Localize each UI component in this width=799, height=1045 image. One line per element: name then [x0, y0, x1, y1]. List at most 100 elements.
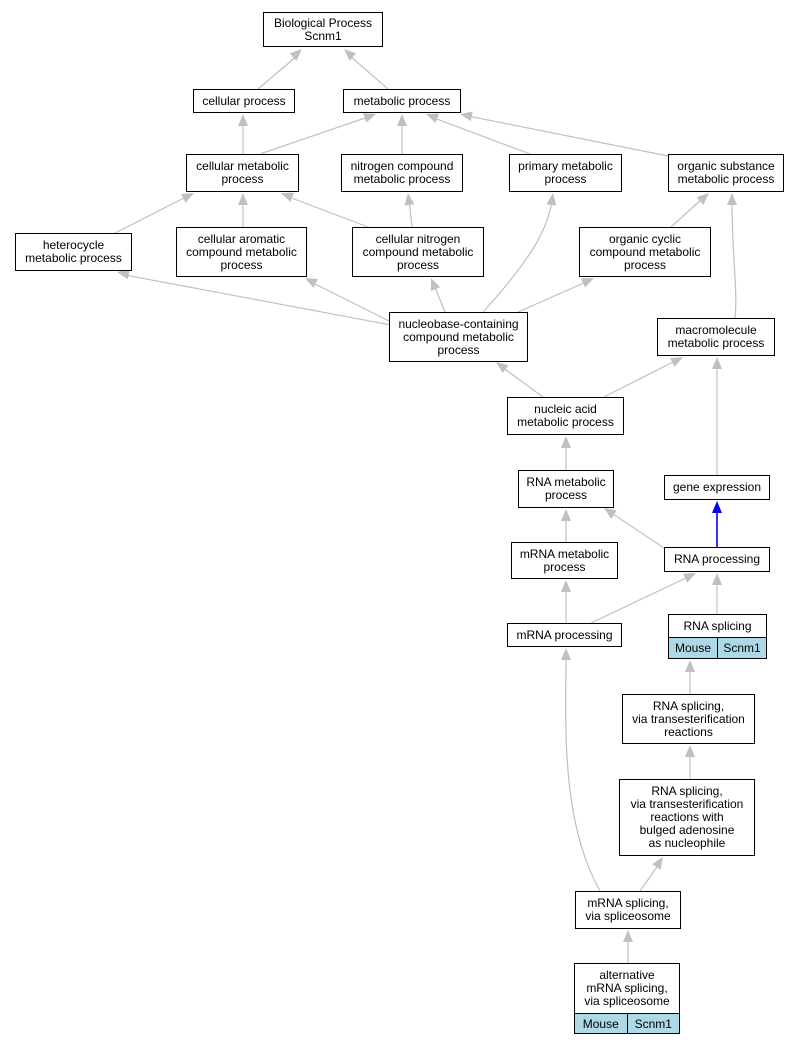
- node-biological-process[interactable]: Biological Process Scnm1: [263, 12, 383, 47]
- node-cellular-metabolic[interactable]: cellular metabolic process: [186, 154, 299, 192]
- edge-primary-to-metabolic-arrowhead: [426, 113, 439, 123]
- edge-cellular-to-bp: [257, 55, 298, 90]
- edge-mrnasplice-to-mrnaproc-arrowhead: [561, 648, 571, 660]
- node-nucleobase[interactable]: nucleobase-containing compound metabolic…: [389, 312, 528, 362]
- node-cellular-nitrogen[interactable]: cellular nitrogen compound metabolic pro…: [352, 227, 484, 277]
- edge-orgcyc-to-organic: [670, 197, 704, 228]
- node-label: cellular nitrogen compound metabolic pro…: [362, 231, 474, 272]
- node-mrna-processing[interactable]: mRNA processing: [507, 623, 622, 647]
- edge-hetero-to-cellmet: [114, 196, 187, 234]
- node-label: RNA splicing, via transesterification re…: [632, 698, 745, 739]
- node-label: cellular metabolic process: [196, 159, 289, 186]
- node-label: RNA processing: [673, 552, 761, 566]
- annotation-species: Mouse: [674, 641, 712, 655]
- edge-organic-to-metabolic: [467, 115, 669, 157]
- node-label: gene expression: [672, 480, 762, 494]
- node-cellular-process[interactable]: cellular process: [193, 89, 295, 113]
- node-mrna-metabolic[interactable]: mRNA metabolic process: [511, 542, 618, 579]
- edge-primary-to-metabolic: [433, 117, 531, 155]
- node-primary-metabolic[interactable]: primary metabolic process: [509, 154, 622, 192]
- node-label: Biological Process Scnm1: [273, 15, 373, 43]
- node-label: organic cyclic compound metabolic proces…: [589, 231, 701, 272]
- edge-splicing-to-rnaproc-arrowhead: [712, 573, 722, 585]
- edge-cellnitro-to-nitro-arrowhead: [404, 193, 415, 206]
- node-heterocycle[interactable]: heterocycle metabolic process: [15, 233, 132, 271]
- edge-nucleo-to-hetero-arrowhead: [117, 269, 130, 280]
- node-rna-splicing[interactable]: RNA splicing: [668, 614, 767, 637]
- annotation-species: Mouse: [582, 1016, 619, 1031]
- edge-nucleo-to-arom: [312, 282, 392, 323]
- edge-rnaproc-to-geneexp-arrowhead: [712, 501, 722, 513]
- node-metabolic-process[interactable]: metabolic process: [343, 89, 461, 113]
- node-rna-metabolic[interactable]: RNA metabolic process: [518, 470, 614, 508]
- edge-mrnaproc-to-rnaproc-arrowhead: [683, 573, 696, 583]
- edge-metabolic-to-bp: [349, 55, 389, 90]
- edge-rnamet-to-nucacid-arrowhead: [561, 436, 571, 448]
- edge-nitro-to-metabolic-arrowhead: [397, 114, 407, 126]
- edge-nucleo-to-hetero: [124, 274, 392, 326]
- edge-rnaproc-to-rnamet-arrowhead: [604, 508, 617, 519]
- node-nitrogen-compound[interactable]: nitrogen compound metabolic process: [341, 154, 463, 192]
- node-label: nucleobase-containing compound metabolic…: [398, 316, 519, 357]
- edge-geneexp-to-macro-arrowhead: [712, 357, 722, 369]
- edge-macro-to-organic-arrowhead: [727, 193, 737, 205]
- node-label: cellular process: [202, 93, 286, 108]
- annotation-rna-splicing: Mouse Scnm1: [668, 637, 767, 659]
- node-rna-processing[interactable]: RNA processing: [664, 547, 770, 572]
- edge-cellmet-to-metabolic: [259, 116, 369, 155]
- edge-nucacid-to-macro: [603, 360, 676, 398]
- edge-macro-to-organic: [731, 199, 737, 319]
- node-nucleic-acid[interactable]: nucleic acid metabolic process: [507, 397, 624, 435]
- edge-cellular-to-bp-arrowhead: [289, 49, 302, 61]
- annotation-gene: Scnm1: [626, 1014, 680, 1033]
- node-rna-splicing-bulged[interactable]: RNA splicing, via transesterification re…: [619, 779, 755, 856]
- edge-cellmet-to-metabolic-arrowhead: [363, 113, 376, 123]
- edge-nucleo-to-orgcyc: [517, 281, 587, 313]
- node-alt-mrna-splicing[interactable]: alternative mRNA splicing, via spliceoso…: [574, 963, 680, 1013]
- edge-nucacid-to-nucleo-arrowhead: [496, 362, 509, 374]
- node-rna-splicing-trans[interactable]: RNA splicing, via transesterification re…: [622, 694, 755, 744]
- node-label: macromolecule metabolic process: [667, 323, 765, 350]
- edge-nucleo-to-cellnitro: [433, 284, 446, 313]
- node-label: cellular aromatic compound metabolic pro…: [186, 231, 297, 272]
- edge-nucleo-to-cellnitro-arrowhead: [430, 278, 441, 291]
- edge-rnaproc-to-rnamet: [609, 511, 665, 549]
- node-gene-expression[interactable]: gene expression: [664, 475, 770, 500]
- node-organic-substance[interactable]: organic substance metabolic process: [668, 154, 784, 192]
- node-label: RNA metabolic process: [526, 475, 606, 502]
- node-label: organic substance metabolic process: [677, 159, 775, 186]
- edge-nucacid-to-nucleo: [501, 366, 544, 398]
- node-label: RNA splicing, via transesterification re…: [630, 784, 744, 850]
- node-macromolecule[interactable]: macromolecule metabolic process: [657, 318, 775, 356]
- node-label: primary metabolic process: [518, 159, 613, 186]
- edge-nucleo-to-primary: [482, 199, 553, 313]
- node-label: nitrogen compound metabolic process: [350, 159, 454, 186]
- node-label: mRNA processing: [516, 627, 613, 642]
- edge-nucleo-to-orgcyc-arrowhead: [581, 278, 594, 288]
- edge-mrnaproc-to-rnaproc: [590, 576, 689, 624]
- node-label: mRNA splicing, via spliceosome: [585, 896, 671, 923]
- edge-nucleo-to-arom-arrowhead: [305, 278, 318, 288]
- node-label: mRNA metabolic process: [519, 546, 610, 574]
- node-cellular-aromatic[interactable]: cellular aromatic compound metabolic pro…: [176, 227, 307, 277]
- edge-mrnasplice-to-bulged: [639, 863, 660, 892]
- edge-hetero-to-cellmet-arrowhead: [181, 193, 194, 203]
- edge-mrnasplice-to-mrnaproc: [565, 654, 601, 892]
- annotation-alt-mrna-splicing: Mouse Scnm1: [574, 1013, 680, 1034]
- node-mrna-splicing[interactable]: mRNA splicing, via spliceosome: [575, 891, 681, 929]
- edge-orgcyc-to-organic-arrowhead: [696, 193, 709, 205]
- node-label: alternative mRNA splicing, via spliceoso…: [584, 968, 670, 1008]
- edge-mrnamet-to-rnamet-arrowhead: [561, 509, 571, 521]
- edge-mrnaproc-to-mrnamet-arrowhead: [561, 580, 571, 592]
- node-label: RNA splicing: [683, 618, 752, 633]
- node-label: heterocycle metabolic process: [25, 238, 122, 265]
- node-label: nucleic acid metabolic process: [517, 402, 614, 429]
- edge-trans-to-splicing-arrowhead: [685, 660, 695, 672]
- edge-cellnitro-to-cellmet-arrowhead: [281, 192, 294, 203]
- edge-alt-to-mrnasplice-arrowhead: [623, 930, 633, 942]
- node-organic-cyclic[interactable]: organic cyclic compound metabolic proces…: [579, 227, 711, 277]
- node-label: metabolic process: [353, 93, 451, 108]
- edge-metabolic-to-bp-arrowhead: [344, 49, 357, 61]
- edge-nucacid-to-macro-arrowhead: [670, 357, 683, 367]
